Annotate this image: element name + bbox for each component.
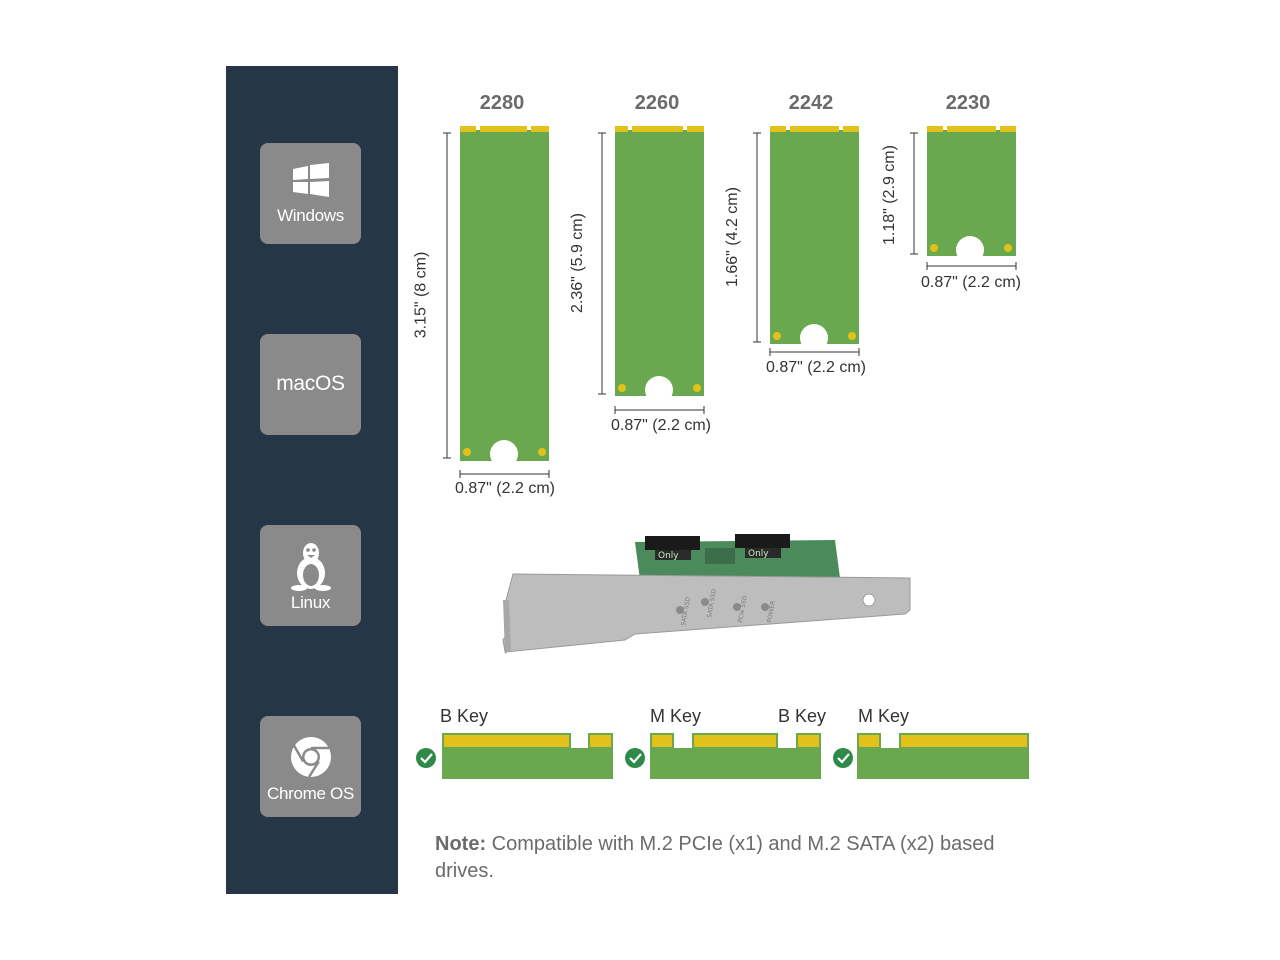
bracket-label-3: PCIe SSD xyxy=(737,595,749,624)
chrome-logo-icon xyxy=(260,736,361,778)
os-label-macos: macOS xyxy=(276,372,345,395)
key-label-m-2: M Key xyxy=(650,706,702,726)
card-slot-text-2: Only xyxy=(748,549,769,559)
key-label-m-3: M Key xyxy=(858,706,910,726)
os-tile-chrome-os: Chrome OS xyxy=(260,716,361,817)
note-prefix: Note: xyxy=(435,833,487,855)
windows-logo-icon xyxy=(260,163,361,197)
os-tile-windows: Windows xyxy=(260,143,361,244)
width-label-2230: 0.87" (2.2 cm) xyxy=(921,274,1021,291)
width-label-2280: 0.87" (2.2 cm) xyxy=(455,480,555,497)
size-title-2280: 2280 xyxy=(479,92,525,114)
size-title-2260: 2260 xyxy=(634,92,680,114)
check-circle-icon xyxy=(833,748,853,768)
compatibility-note: Note: Compatible with M.2 PCIe (x1) and … xyxy=(435,831,1035,885)
os-sidebar: Windows macOS Linux xyxy=(226,66,398,894)
width-label-2242: 0.87" (2.2 cm) xyxy=(766,359,866,376)
bm-key-board xyxy=(650,733,821,779)
os-label-linux: Linux xyxy=(290,593,331,612)
key-label-b-1: B Key xyxy=(440,706,489,726)
os-tile-macos: macOS xyxy=(260,334,361,435)
check-circle-icon xyxy=(416,748,436,768)
m2-board-2242 xyxy=(770,130,859,344)
bracket-label-2: SATA SSD xyxy=(706,588,718,618)
bracket-label-1: SATA SSD xyxy=(680,596,692,626)
check-circle-icon xyxy=(625,748,645,768)
m2-board-2230 xyxy=(927,130,1016,256)
os-tile-linux: Linux xyxy=(260,525,361,626)
m2-board-2260 xyxy=(615,130,704,396)
b-key-board xyxy=(442,733,613,779)
pcie-adapter-card: Only Only SATA SSD SATA SSD PCIe SSD POW… xyxy=(502,534,911,654)
m2-board-2280 xyxy=(460,130,549,461)
os-label-windows: Windows xyxy=(277,206,344,225)
os-label-chrome-os: Chrome OS xyxy=(266,784,355,803)
tux-penguin-icon xyxy=(260,539,361,591)
size-title-2230: 2230 xyxy=(945,92,991,114)
card-slot-text-1: Only xyxy=(658,551,679,561)
m-key-board xyxy=(857,733,1029,779)
size-title-2242: 2242 xyxy=(788,92,834,114)
width-label-2260: 0.87" (2.2 cm) xyxy=(611,417,711,434)
note-text: Compatible with M.2 PCIe (x1) and M.2 SA… xyxy=(435,833,995,882)
bracket-label-4: POWER xyxy=(766,600,777,623)
key-label-b-2: B Key xyxy=(778,706,827,726)
